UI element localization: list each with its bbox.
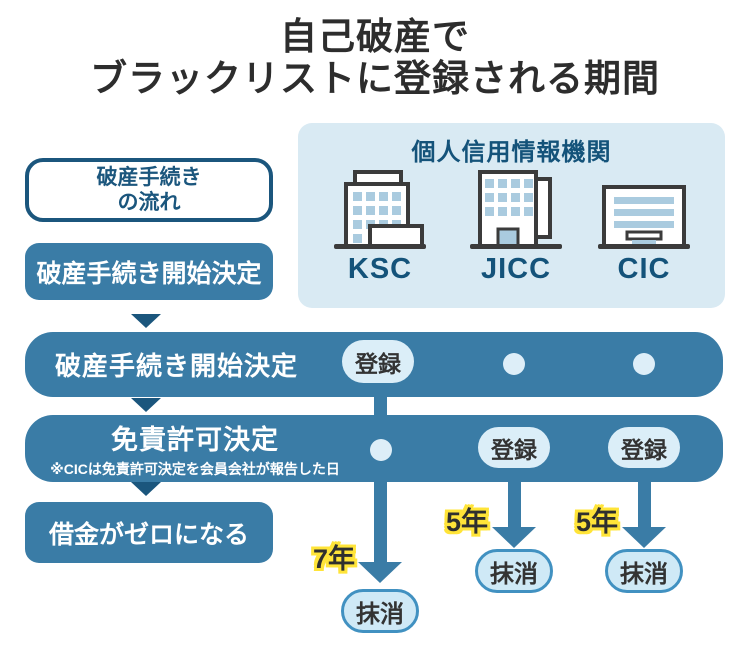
ksc-erased-badge: 抹消 [341, 589, 419, 633]
ksc-timeline-arrowhead-icon [358, 562, 402, 583]
flow-header-line1: 破産手続き [96, 166, 202, 189]
flow-header-line2: の流れ [117, 191, 181, 214]
jicc-building-icon [470, 170, 562, 249]
agency-name-cic: CIC [617, 253, 671, 285]
ksc-placeholder-dot [370, 439, 392, 461]
page-title-line1: 自己破産で [280, 16, 470, 57]
page-title: 自己破産で ブラックリストに登録される期間 [0, 16, 750, 100]
ksc-building-icon [334, 170, 426, 249]
band-bankruptcy-start-label: 破産手続き開始決定 [55, 351, 299, 381]
step-bankruptcy-start-box: 破産手続き開始決定 [25, 243, 273, 300]
flow-header-box: 破産手続き の流れ [25, 158, 273, 222]
band-discharge-label: 免責許可決定 [111, 425, 279, 455]
step-debt-zero-box: 借金がゼロになる [25, 502, 273, 563]
jicc-erased-badge: 抹消 [475, 549, 553, 593]
band-discharge-note: ※CICは免責許可決定を会員会社が報告した日 [50, 461, 340, 477]
credit-agency-panel: 個人信用情報機関 KSC [298, 123, 725, 308]
down-arrow-icon [131, 314, 161, 328]
page-title-line2: ブラックリストに登録される期間 [90, 58, 660, 99]
cic-timeline-arrowhead-icon [622, 527, 666, 548]
agency-name-ksc: KSC [347, 253, 413, 285]
ksc-registered-badge: 登録 [342, 340, 414, 383]
jicc-registered-badge: 登録 [478, 427, 550, 468]
jicc-duration-label: 5年 [446, 507, 489, 537]
jicc-timeline-arrowhead-icon [492, 527, 536, 548]
agency-jicc: JICC [451, 169, 581, 286]
ksc-duration-label: 7年 [313, 544, 356, 574]
cic-duration-label: 5年 [576, 507, 619, 537]
cic-placeholder-dot [633, 353, 655, 375]
credit-agency-panel-title: 個人信用情報機関 [411, 139, 612, 166]
down-arrow-icon [131, 398, 161, 412]
down-arrow-icon [131, 482, 161, 496]
band-discharge-label-group: 免責許可決定 ※CICは免責許可決定を会員会社が報告した日 [40, 415, 350, 482]
agency-name-jicc: JICC [480, 253, 552, 285]
jicc-placeholder-dot [503, 353, 525, 375]
agency-ksc: KSC [315, 169, 445, 286]
agency-cic: CIC [579, 169, 709, 286]
cic-erased-badge: 抹消 [605, 549, 683, 593]
cic-building-icon [598, 185, 690, 249]
cic-registered-badge: 登録 [608, 427, 680, 468]
